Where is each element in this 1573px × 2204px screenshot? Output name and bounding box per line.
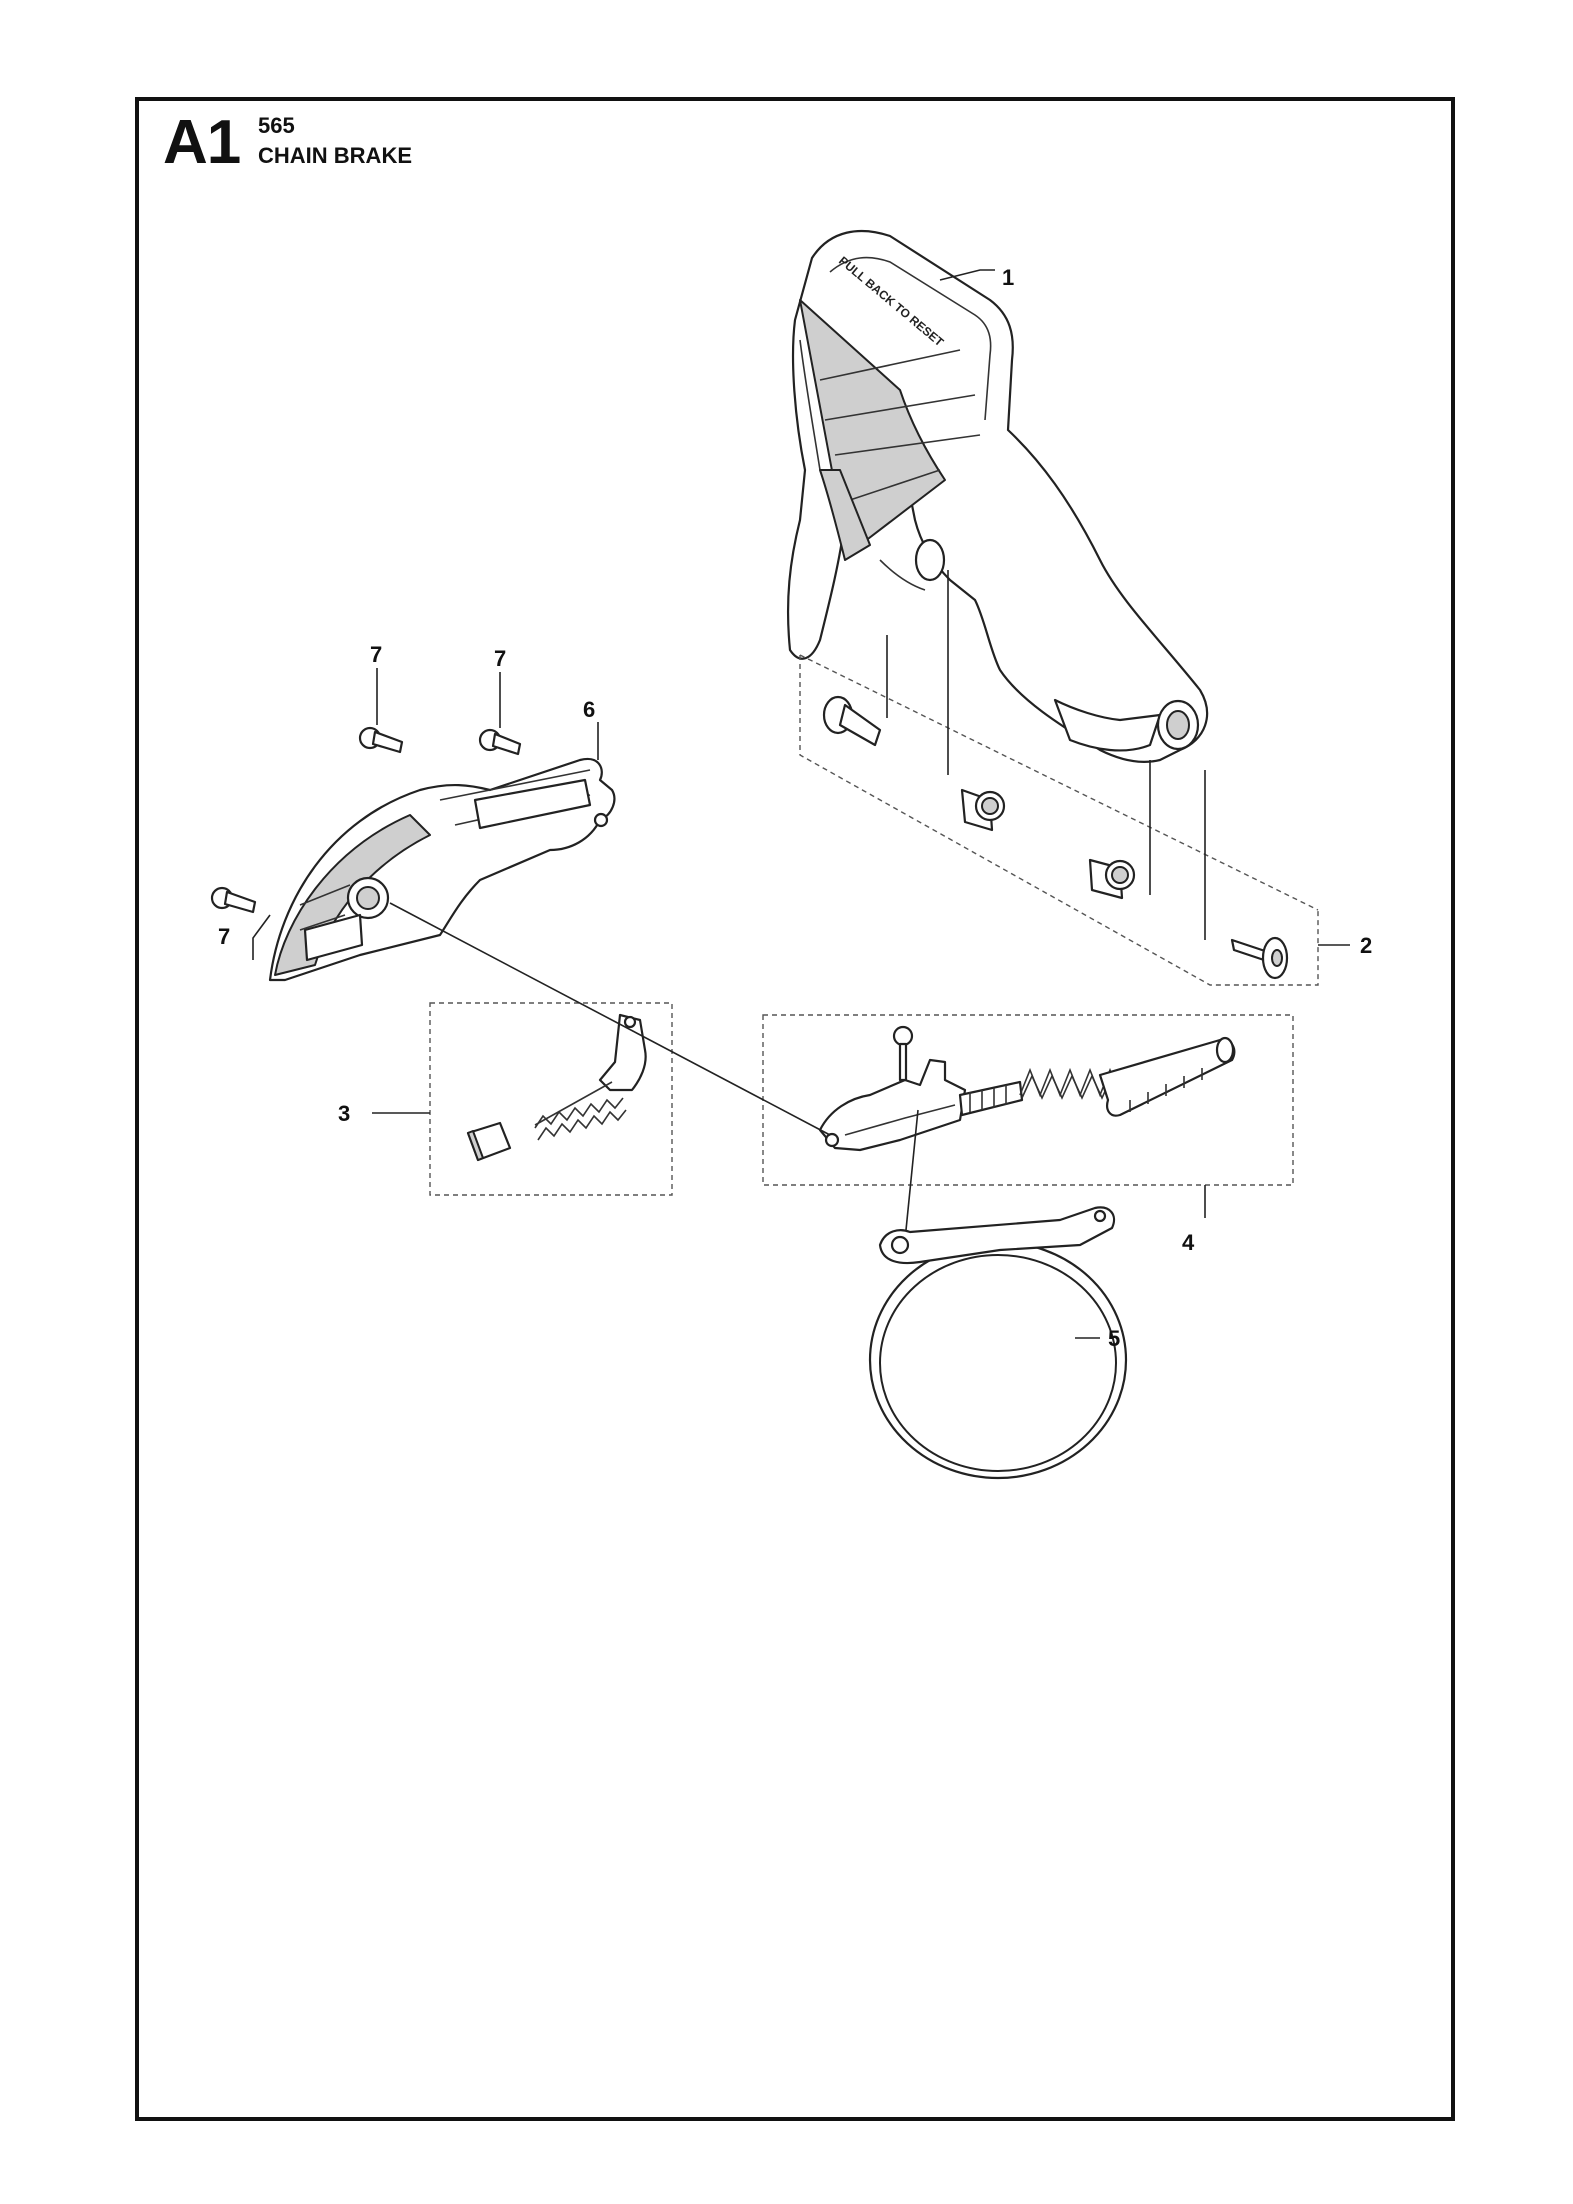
brake-band — [868, 1206, 1128, 1480]
callout-1: 1 — [1002, 265, 1014, 290]
drawing-frame — [135, 97, 1455, 2121]
pivot-pin — [822, 695, 882, 747]
brake-lever-assembly — [762, 1014, 1294, 1218]
page-code: A1 — [163, 108, 241, 177]
callout-7-top-right: 7 — [494, 646, 506, 671]
band-leader — [904, 1109, 919, 1241]
hand-guard: PULL BACK TO RESET — [786, 229, 1209, 764]
callout-3: 3 — [338, 1101, 350, 1126]
spring-assembly — [372, 1002, 673, 1196]
screw-top-left — [358, 668, 404, 754]
brake-housing — [268, 757, 616, 982]
callout-7-top-left: 7 — [370, 642, 382, 667]
section-title: CHAIN BRAKE — [258, 143, 412, 168]
callout-5: 5 — [1108, 1326, 1120, 1351]
callout-7-left: 7 — [218, 924, 230, 949]
screw-left — [210, 886, 271, 960]
model-number: 565 — [258, 113, 295, 138]
bushing-upper — [960, 788, 1006, 832]
callout-6: 6 — [583, 697, 595, 722]
leader-1 — [939, 269, 995, 281]
screw-top-right — [478, 672, 522, 756]
linkage-leader — [389, 902, 831, 1136]
callout-2: 2 — [1360, 933, 1372, 958]
shoulder-bolt — [1230, 936, 1289, 980]
bushing-set — [799, 570, 1319, 986]
bushing-lower — [1088, 858, 1136, 900]
callout-4: 4 — [1182, 1230, 1195, 1255]
